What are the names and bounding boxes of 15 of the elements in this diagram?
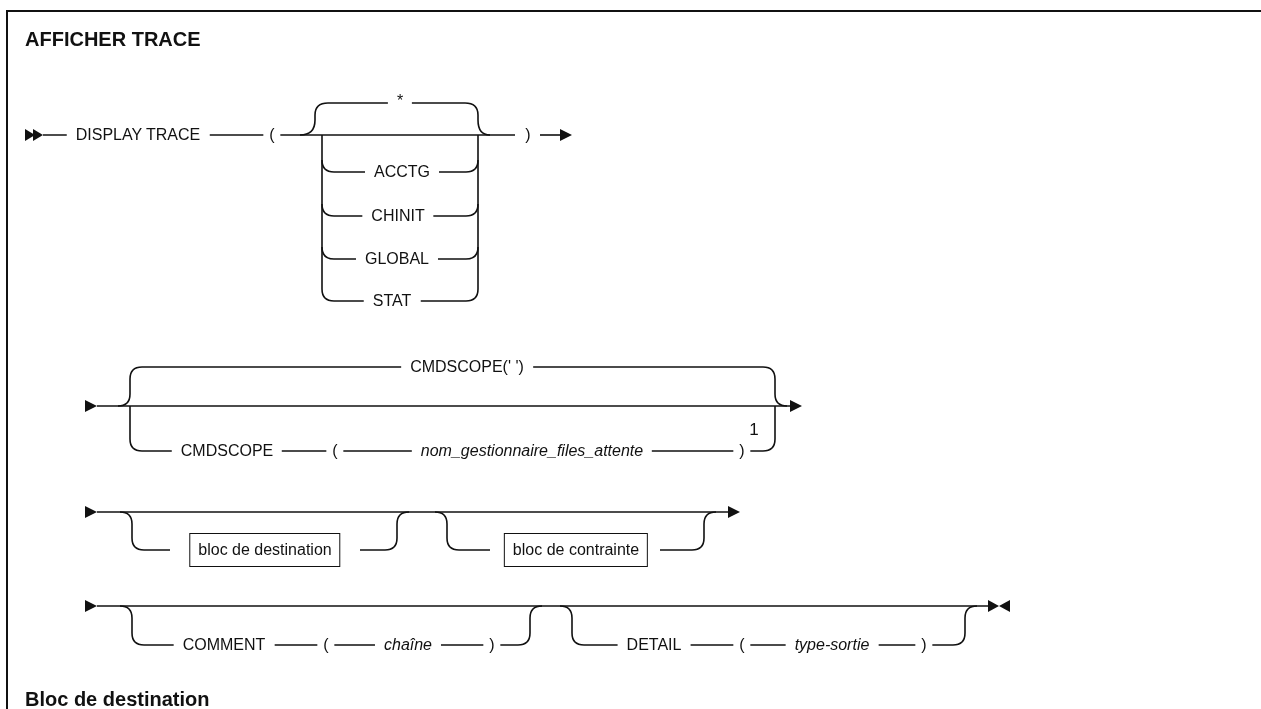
syntax-token: ( [733,635,751,655]
syntax-token: ) [733,441,751,461]
variable-label: nom_gestionnaire_files_attente [411,441,653,461]
diagram-title: AFFICHER TRACE [25,28,201,51]
syntax-token: ( [326,441,344,461]
syntax-block-box: bloc de destination [189,533,341,567]
variable-label: type-sortie [785,635,879,655]
syntax-block-box: bloc de contrainte [503,533,649,567]
footnote-number: 1 [748,419,760,441]
syntax-token: ) [483,635,501,655]
section-heading: Bloc de destination [25,688,210,709]
keyword-label: CMDSCOPE(' ') [401,357,533,377]
syntax-token: ( [317,635,335,655]
syntax-token: ( [263,125,281,145]
syntax-token: ) [915,635,933,655]
